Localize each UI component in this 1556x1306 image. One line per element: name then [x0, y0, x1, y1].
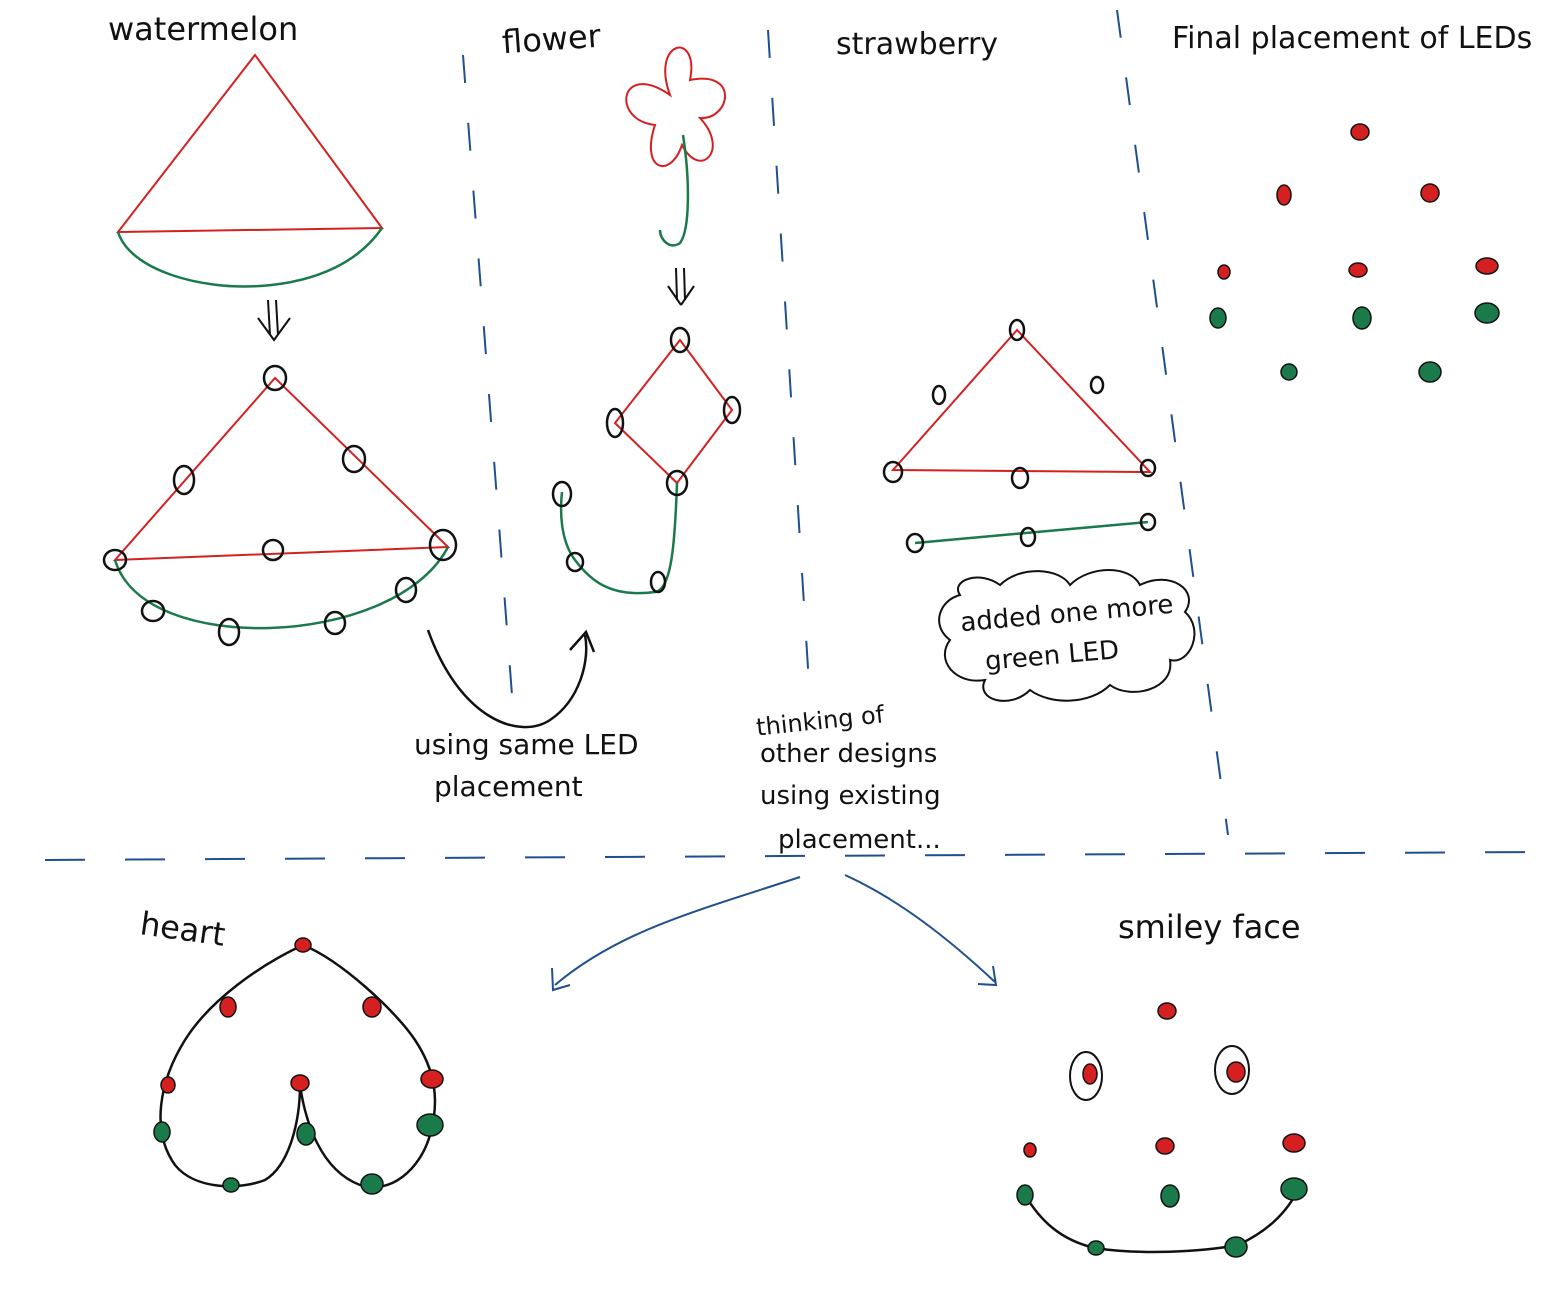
- speech-cloud: [938, 569, 1196, 702]
- curved-arrow-icon: [426, 629, 596, 729]
- smiley-title: smiley face: [1118, 908, 1301, 946]
- watermelon-title: watermelon: [108, 10, 299, 48]
- flower-title: flower: [500, 16, 602, 62]
- strawberry-title: strawberry: [836, 27, 999, 62]
- note-same-placement-line1: using same LED: [414, 728, 639, 761]
- note-same-placement-line2: placement: [434, 770, 583, 803]
- down-arrow-icon: [667, 267, 695, 306]
- vertical-divider-3: [1116, 9, 1229, 836]
- note-thinking-line3: using existing: [760, 781, 941, 811]
- heart-led-layout: [153, 937, 444, 1195]
- strawberry-led-layout: [882, 318, 1157, 554]
- watermelon-led-layout: [102, 364, 458, 647]
- branch-arrow-right-icon: [844, 874, 998, 987]
- note-thinking-line2: other designs: [760, 739, 938, 769]
- watermelon-sketch: [115, 53, 384, 288]
- branch-arrow-left-icon: [551, 876, 801, 992]
- flower-sketch: [625, 46, 726, 247]
- flower-led-layout: [551, 326, 742, 595]
- horizontal-divider: [44, 851, 1541, 861]
- smiley-led-layout: [1016, 1002, 1308, 1258]
- final-placement-title: Final placement of LEDs: [1172, 21, 1533, 56]
- down-arrow-icon: [257, 299, 291, 342]
- vertical-divider-2: [767, 29, 811, 701]
- vertical-divider-1: [462, 54, 513, 696]
- note-thinking-line4: placement...: [778, 825, 941, 855]
- final-led-placement: [1209, 123, 1500, 383]
